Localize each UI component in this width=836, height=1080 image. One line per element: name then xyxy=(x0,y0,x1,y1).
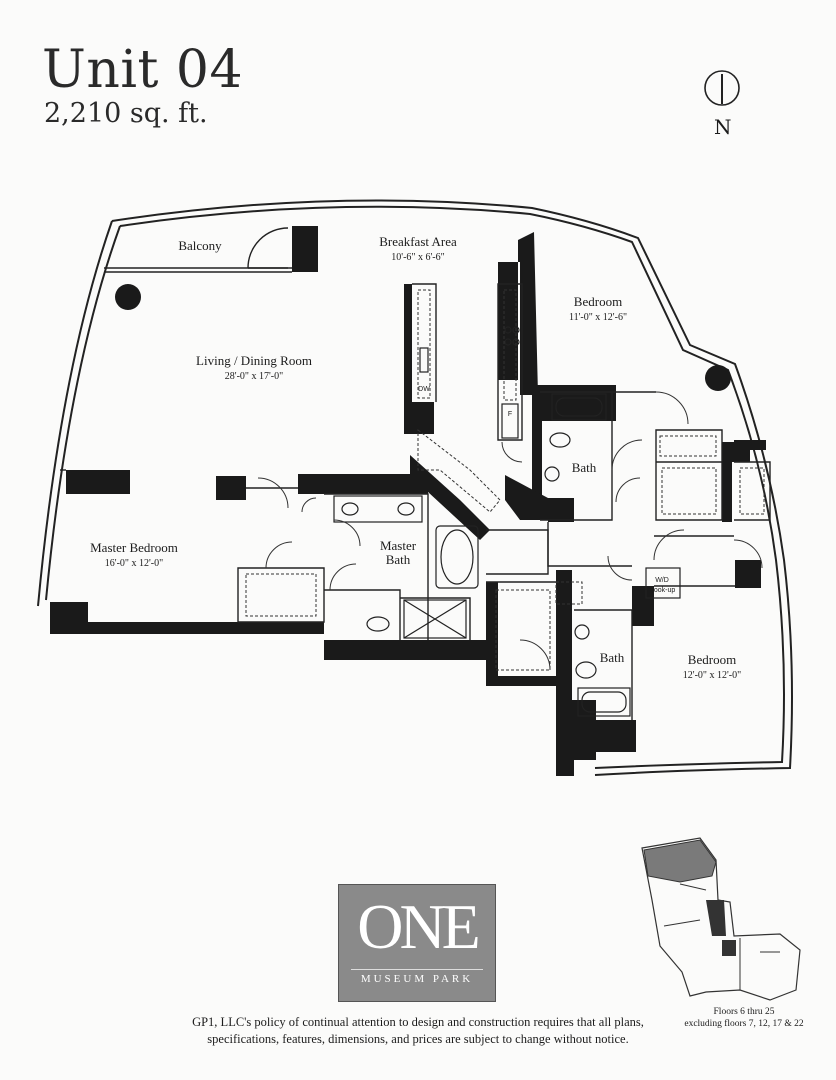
disclaimer-line1: GP1, LLC's policy of continual attention… xyxy=(192,1015,644,1029)
unit-area: 2,210 sq. ft. xyxy=(44,98,208,129)
structural-walls xyxy=(50,226,766,776)
fixtures xyxy=(333,326,681,717)
wd-label-1: W/D xyxy=(655,577,669,584)
floors-note-line1: Floors 6 thru 25 xyxy=(713,1007,775,1017)
logo-sub-text: MUSEUM PARK xyxy=(360,973,474,985)
master-bath-label-1: Master xyxy=(380,538,417,553)
bedroom2-label: Bedroom xyxy=(688,652,736,667)
interior-walls xyxy=(60,227,771,720)
bathtub-icon xyxy=(551,393,607,421)
master-bedroom-label: Master Bedroom xyxy=(90,540,178,555)
logo-rule xyxy=(351,969,483,970)
bath1-label: Bath xyxy=(572,460,597,475)
disclaimer-line2: specifications, features, dimensions, an… xyxy=(207,1032,629,1046)
living-label: Living / Dining Room xyxy=(196,353,312,368)
one-museum-park-logo: ONE MUSEUM PARK xyxy=(338,884,496,1002)
floors-note-line2: excluding floors 7, 12, 17 & 22 xyxy=(684,1019,804,1029)
door-swings xyxy=(257,391,763,671)
north-label: N xyxy=(714,115,732,139)
key-plan xyxy=(641,837,801,1001)
breakfast-label: Breakfast Area xyxy=(379,234,457,249)
bedroom1-label: Bedroom xyxy=(574,294,622,309)
sink-icon xyxy=(544,466,560,482)
tub-icon xyxy=(435,525,479,589)
master-bath-label-2: Bath xyxy=(386,552,411,567)
outer-wall xyxy=(37,199,793,776)
bedroom1-dims: 11'-0" x 12'-6" xyxy=(569,312,627,323)
breakfast-dims: 10'-6" x 6'-6" xyxy=(391,252,444,263)
living-dims: 28'-0" x 17'-0" xyxy=(225,371,283,382)
fridge-label: F xyxy=(508,411,512,418)
toilet-icon xyxy=(549,432,571,448)
bedroom2-dims: 12'-0" x 12'-0" xyxy=(683,670,741,681)
master-bedroom-dims: 16'-0" x 12'-0" xyxy=(105,558,163,569)
dashed-casework xyxy=(245,289,765,671)
logo-main-text: ONE xyxy=(357,891,481,962)
bath2-label: Bath xyxy=(600,650,625,665)
floors-note: Floors 6 thru 25 excluding floors 7, 12,… xyxy=(670,1006,818,1030)
balcony-label: Balcony xyxy=(178,238,222,253)
unit-title: Unit 04 xyxy=(42,40,244,100)
dishwasher-label: DW xyxy=(418,386,430,393)
shower-icon xyxy=(403,599,467,639)
wd-label-2: Hook-up xyxy=(649,587,676,594)
disclaimer: GP1, LLC's policy of continual attention… xyxy=(168,1014,668,1048)
north-arrow-icon xyxy=(704,70,740,106)
